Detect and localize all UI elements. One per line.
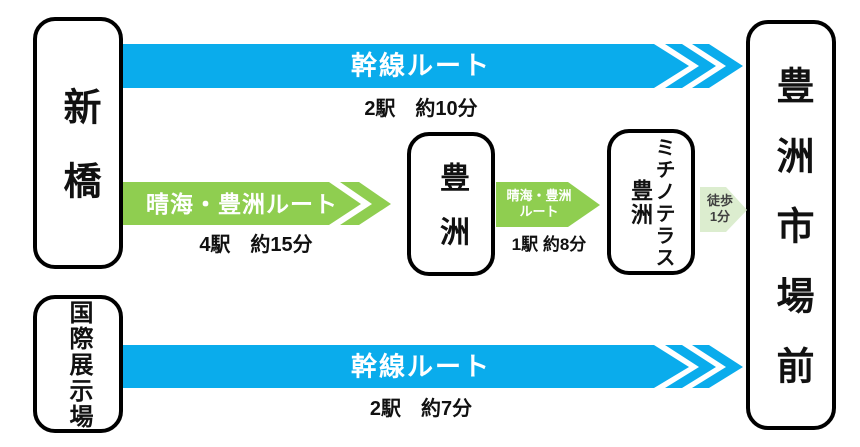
harumi-main-arrow-graphic bbox=[123, 182, 391, 225]
station-box-shimbashi: 新橋 bbox=[33, 17, 123, 269]
chevron-icon bbox=[692, 44, 743, 88]
harumi-short-arrow-graphic bbox=[496, 182, 600, 227]
route-label-walk: 徒歩 1分 bbox=[700, 193, 740, 227]
station-label-toyosu-shijo-mae: 豊洲市場前 bbox=[770, 66, 812, 416]
route-label-walk-line1: 徒歩 bbox=[706, 192, 733, 208]
chevron-icon bbox=[665, 345, 716, 388]
route-detail-kansen-top: 2駅 約10分 bbox=[364, 98, 478, 120]
station-label-toyosu: 豊洲 bbox=[435, 162, 468, 270]
kansen-top-arrow-graphic bbox=[123, 44, 743, 88]
arrow-body bbox=[123, 44, 689, 88]
station-box-toyosu-shijo-mae: 豊洲市場前 bbox=[746, 20, 836, 430]
station-box-kokusai-tenjijo: 国際展示場 bbox=[33, 295, 123, 433]
route-label-kansen-bottom: 幹線ルート bbox=[350, 350, 491, 381]
station-label-michino-terrace-toyosu-col1: ミチノテラス bbox=[652, 137, 674, 269]
station-label-kokusai-tenjijo: 国際展示場 bbox=[65, 300, 92, 430]
route-arrow-kansen-top: 幹線ルート 2駅 約10分 bbox=[123, 43, 743, 120]
route-label-harumi-main: 晴海・豊洲ルート bbox=[146, 190, 338, 217]
arrow-body bbox=[123, 182, 361, 225]
station-label-shimbashi: 新橋 bbox=[57, 87, 99, 235]
route-detail-harumi-main: 4駅 約15分 bbox=[199, 234, 313, 256]
route-arrow-kansen-bottom: 幹線ルート 2駅 約7分 bbox=[123, 344, 743, 420]
route-detail-harumi-short: 1駅 約8分 bbox=[511, 235, 587, 254]
station-box-michino-terrace-toyosu: 豊洲 ミチノテラス bbox=[607, 129, 695, 275]
kansen-bottom-arrow-graphic bbox=[123, 345, 743, 388]
arrow-body bbox=[700, 187, 747, 232]
chevron-icon bbox=[340, 182, 391, 225]
arrow-body bbox=[123, 345, 689, 388]
station-label-michino-terrace-toyosu-col2: 豊洲 bbox=[628, 179, 653, 227]
route-detail-kansen-bottom: 2駅 約7分 bbox=[369, 398, 473, 420]
route-arrow-harumi-main: 晴海・豊洲ルート 4駅 約15分 bbox=[123, 181, 395, 256]
walk-arrow-graphic bbox=[700, 187, 747, 232]
arrow-body bbox=[496, 182, 600, 227]
chevron-icon bbox=[665, 44, 716, 88]
route-arrow-harumi-short: 晴海・豊洲 ルート 1駅 約8分 bbox=[496, 181, 600, 254]
route-label-harumi-short-line1: 晴海・豊洲 bbox=[506, 187, 572, 203]
route-arrow-walk: 徒歩 1分 bbox=[700, 186, 747, 233]
route-label-kansen-top: 幹線ルート bbox=[350, 50, 491, 81]
route-label-harumi-short: 晴海・豊洲 ルート bbox=[496, 188, 582, 222]
route-label-walk-line2: 1分 bbox=[709, 209, 731, 225]
station-box-toyosu: 豊洲 bbox=[407, 132, 495, 276]
route-label-harumi-short-line2: ルート bbox=[519, 204, 559, 220]
chevron-icon bbox=[692, 345, 743, 388]
